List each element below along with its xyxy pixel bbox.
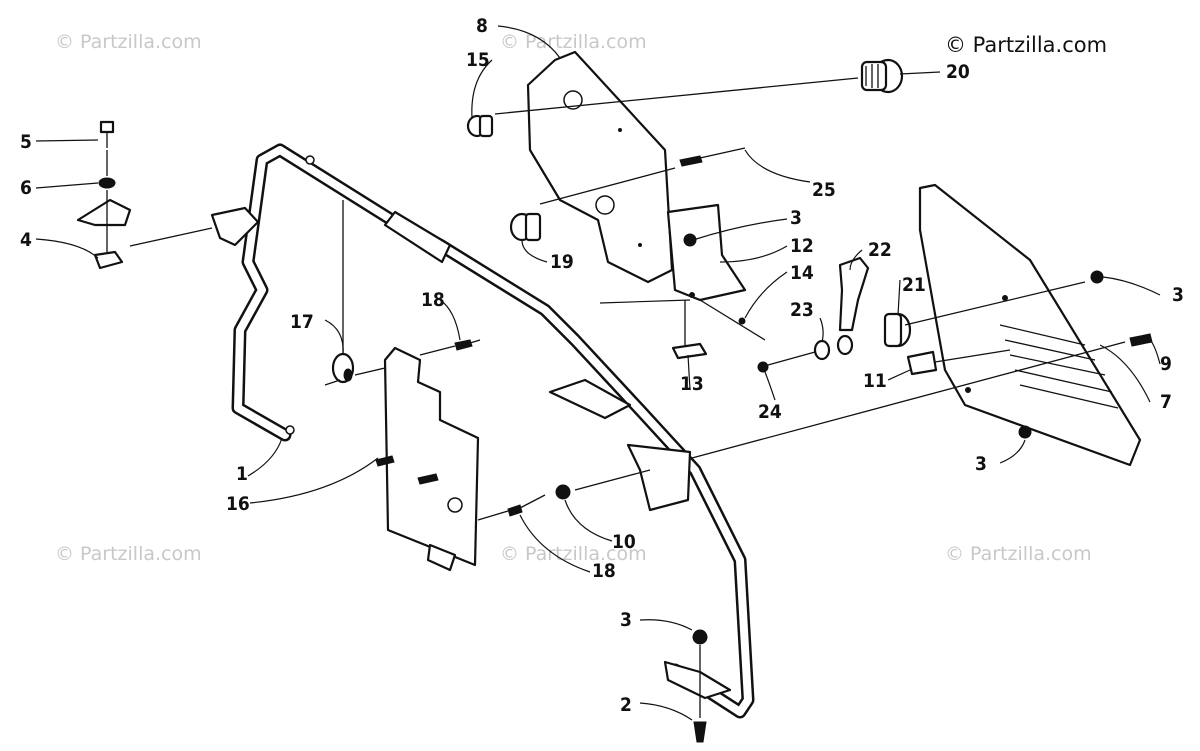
upper-plate-part-8 [526,50,674,284]
hardware-2-bolt [693,645,707,743]
callout-5: 5 [20,131,32,153]
hardware-23-washer [813,334,854,361]
leader-lines [35,25,1161,721]
hardware-15-plug [466,114,494,138]
watermark-bottom-left: © Partzilla.com [55,543,202,565]
hardware-25-rod [679,147,746,167]
hardware-11-clip [906,349,1011,376]
callout-8: 8 [476,15,488,37]
callout-9: 9 [1160,353,1172,375]
watermark-top-right: © Partzilla.com [945,33,1107,57]
hardware-13-clip [671,300,708,360]
hardware-17-bushing [331,352,355,384]
callout-3-panel: 3 [975,453,987,475]
callout-6: 6 [20,177,32,199]
hardware-6-washer [98,150,116,189]
callout-25: 25 [812,179,836,201]
callout-18-bottom: 18 [592,560,616,582]
hardware-18-pins [454,339,546,517]
watermark-bottom-right: © Partzilla.com [945,543,1092,565]
side-panel-part-7 [918,183,1142,467]
hardware-5-bolt [99,120,115,148]
callout-3-right: 3 [1172,284,1184,306]
plate-part-16 [375,346,480,572]
callout-11: 11 [863,370,887,392]
bracket-part-12 [666,203,747,302]
hardware-24-screw [757,351,816,373]
hardware-21-bushing [883,312,912,348]
main-frame-part-1 [210,143,755,719]
hardware-20-knob [860,58,904,94]
hardware-14-pin [699,299,766,341]
callout-24: 24 [758,401,782,423]
callout-14: 14 [790,262,814,284]
callout-3-bottom: 3 [620,609,632,631]
callout-17: 17 [290,311,314,333]
watermark-top-left: © Partzilla.com [55,31,202,53]
callout-12: 12 [790,235,814,257]
hardware-22-handle [838,256,870,332]
callouts: 1 2 3 3 3 3 4 5 6 7 8 9 10 11 12 13 14 1… [20,15,1184,716]
callout-1: 1 [236,463,248,485]
callout-2: 2 [620,694,632,716]
watermark-top-center: © Partzilla.com [500,31,647,53]
hardware-19-plug [509,212,542,242]
callout-23: 23 [790,299,814,321]
hardware-3-nuts [555,270,1104,645]
callout-4: 4 [20,229,32,251]
callout-20: 20 [946,61,970,83]
callout-15: 15 [466,49,490,71]
callout-18-top: 18 [421,289,445,311]
callout-16: 16 [226,493,250,515]
watermark-bottom-center: © Partzilla.com [500,543,647,565]
callout-19: 19 [550,251,574,273]
callout-22: 22 [868,239,892,261]
callout-7: 7 [1160,391,1172,413]
callout-3-bracket: 3 [790,207,802,229]
assembly-lines [129,77,1126,521]
callout-13: 13 [680,373,704,395]
hardware-9-screw [1129,333,1153,347]
hardware-4-clip [76,190,132,270]
callout-10: 10 [612,531,636,553]
callout-21: 21 [902,274,926,296]
